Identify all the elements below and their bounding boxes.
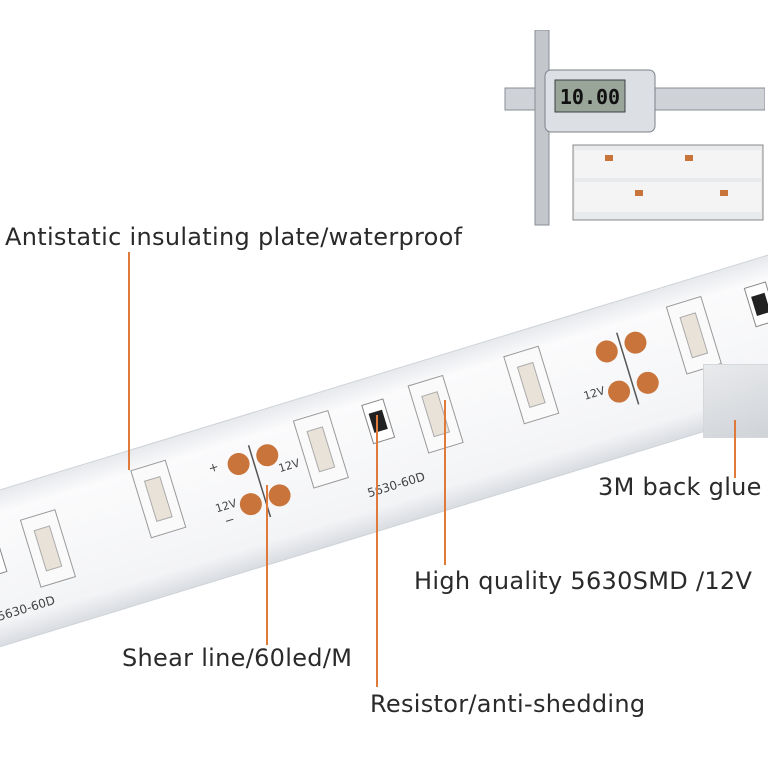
caliper-reading: 10.00: [560, 85, 620, 109]
leader-resistor: [376, 415, 378, 687]
leader-back-glue: [734, 420, 736, 478]
label-back-glue: 3M back glue: [598, 473, 762, 501]
led-chip: [130, 459, 187, 539]
label-high-quality: High quality 5630SMD /12V: [414, 567, 753, 595]
led-chip: [503, 345, 560, 425]
label-antistatic: Antistatic insulating plate/waterproof: [5, 223, 463, 251]
leader-antistatic: [128, 252, 130, 470]
strip-minus-text: −: [223, 512, 237, 528]
led-chip: [407, 374, 464, 454]
resistor: [361, 398, 396, 445]
led-chip: [19, 509, 77, 588]
label-shear-line: Shear line/60led/M: [122, 644, 353, 672]
strip-voltage-text: 12V: [582, 384, 607, 403]
solder-pads: [595, 331, 659, 405]
resistor: [743, 281, 768, 328]
leader-high-quality: [444, 400, 446, 565]
resistor: [0, 532, 8, 579]
leader-shear-line: [266, 485, 268, 645]
strip-plus-text: +: [207, 459, 221, 475]
strip-body: [0, 241, 768, 657]
label-resistor: Resistor/anti-shedding: [370, 690, 646, 718]
strip-voltage-text: 12V: [214, 496, 239, 515]
led-chip: [292, 409, 349, 489]
caliper-inset: 10.00: [504, 30, 765, 226]
strip-voltage-text: 12V: [277, 456, 302, 475]
led-chip: [665, 295, 722, 375]
caliper-display: [554, 79, 626, 113]
